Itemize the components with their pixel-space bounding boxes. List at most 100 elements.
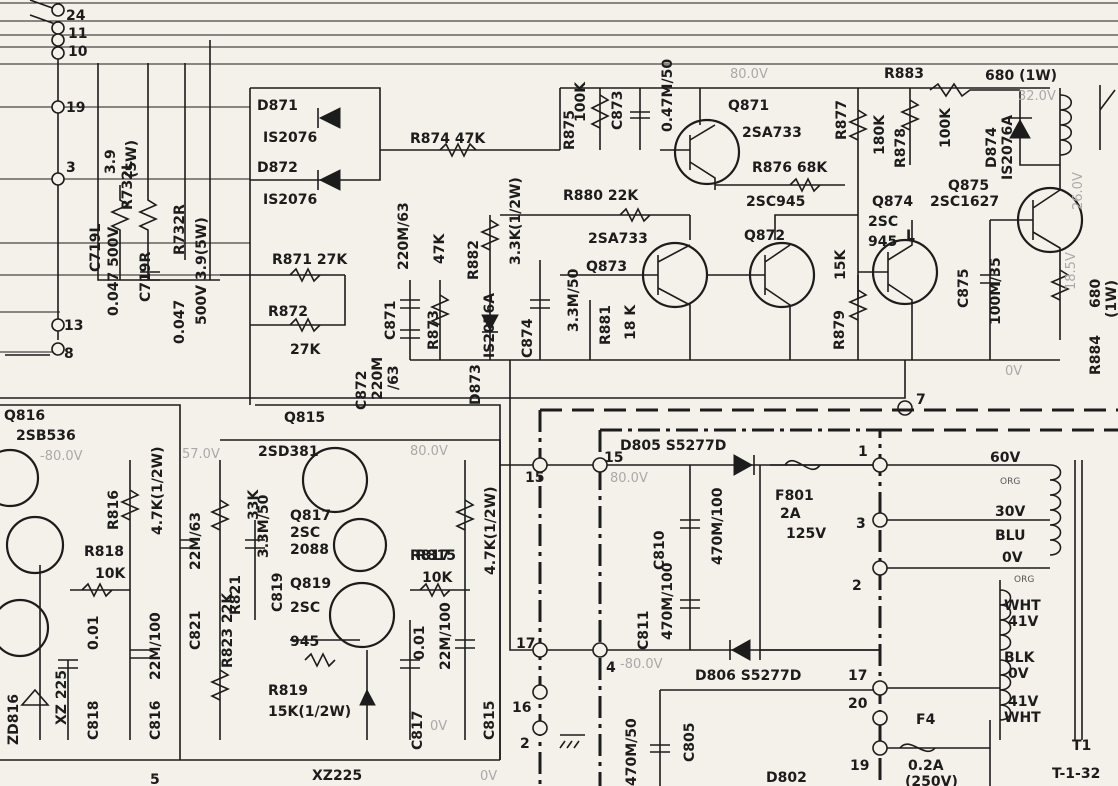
terminal-label: 7 (916, 392, 926, 408)
q875-label: Q875 (948, 178, 989, 194)
c816-label: C816 (148, 701, 164, 741)
c819-label: C819 (270, 573, 286, 613)
q819-label: Q819 (290, 576, 331, 592)
f4-value: 0.2A (908, 758, 944, 774)
c805-value: 470M/50 (624, 718, 640, 786)
q874-type2: 945 (868, 234, 897, 250)
voltage-0v-c817: 0V (430, 719, 447, 734)
d874-label: D874 (984, 127, 1000, 168)
c811-label: C811 (636, 611, 652, 651)
r816-label: R816 (106, 490, 122, 530)
r818-label: R818 (84, 544, 124, 560)
q819-type2: 945 (290, 634, 319, 650)
d872-label: D872 (257, 160, 298, 176)
r818-value: 10K (95, 566, 126, 582)
r815-value: 4.7K(1/2W) (483, 487, 499, 575)
r879-label: R879 (832, 310, 848, 350)
c719r-label: C719R (138, 252, 154, 302)
c816-value: 22M/100 (148, 612, 164, 680)
c805-label: C805 (682, 723, 698, 763)
r874-label: R874 47K (410, 131, 486, 147)
r816-value: 4.7K(1/2W) (150, 447, 166, 535)
voltage-0v-bottom: 0V (480, 769, 497, 784)
c817-label: C817 (410, 711, 426, 751)
voltage-80v-q817: 80.0V (410, 444, 448, 459)
d873-label: D873 (468, 364, 484, 405)
q874-l: L (906, 228, 915, 244)
r884-watt: (1W) (1104, 280, 1118, 318)
q872-label: Q872 (744, 228, 785, 244)
c873-label: C873 (610, 91, 626, 131)
r819-value: 15K(1/2W) (268, 704, 351, 720)
r732l-value: 3.9 (103, 149, 119, 174)
f4-label: F4 (916, 712, 936, 728)
q819-type: 2SC (290, 600, 320, 616)
c872-label: C872 (354, 371, 370, 411)
c818-value: 0.01 (86, 615, 102, 650)
terminal-label: 10 (68, 44, 88, 60)
terminal-label: 13 (64, 318, 83, 334)
q871-type: 2SA733 (742, 125, 802, 141)
voltage-neg80-q816: -80.0V (40, 449, 83, 464)
q815-type: 2SD381 (258, 444, 319, 460)
sec-wht-label: WHT (1004, 598, 1041, 614)
terminal-label: 17 (516, 636, 535, 652)
terminal-label: 16 (512, 700, 531, 716)
c872-voltage: /63 (386, 365, 402, 390)
terminal-label: 3 (66, 160, 76, 176)
terminal-label: 15 (604, 450, 623, 466)
d805-label: D805 S5277D (620, 438, 726, 454)
f801-value: 2A (780, 506, 801, 522)
t1-label: T1 (1072, 738, 1091, 754)
f801-voltage: 125V (786, 526, 826, 542)
d872-type: IS2076 (263, 192, 317, 208)
psu-terminals: 15 17 16 2 15 4 (500, 450, 880, 752)
c875-label: C875 (956, 269, 972, 309)
r823-label: R823 22K (220, 592, 236, 668)
q873-label: Q873 (586, 259, 627, 275)
terminal-label: 1 (858, 444, 868, 460)
c811-value: 470M/100 (660, 562, 676, 640)
sec-org-label: ORG (1000, 477, 1020, 487)
r882-value: 3.3K (508, 228, 524, 265)
q875-type: 2SC1627 (930, 194, 999, 210)
r877-value: 180K (872, 114, 888, 155)
f801-label: F801 (775, 488, 814, 504)
c815-label: C815 (482, 701, 498, 741)
r884-value: 680 (1088, 279, 1104, 308)
sec-60v-label: 60V (990, 450, 1020, 466)
five-label: 5 (150, 772, 160, 786)
c719r-value: 0.047 (172, 300, 188, 344)
d871-type: IS2076 (263, 130, 317, 146)
xz225-label: XZ225 (312, 768, 362, 784)
sec-0v-label: 0V (1002, 550, 1023, 566)
r882-label: R882 (466, 240, 482, 280)
r732l-watt: (5W) (124, 140, 140, 178)
r880-label: R880 22K (563, 188, 639, 204)
d873-type: IS2076A (482, 293, 498, 358)
d874-type: IS2076A (1000, 115, 1016, 180)
r878-value: 100K (938, 107, 954, 148)
sec-org2-label: ORG (1014, 575, 1034, 585)
terminal-label: 19 (850, 758, 869, 774)
q871-stage: R875 100K C873 0.47M/50 Q871 2SA733 R876… (559, 59, 1050, 210)
q815-label: Q815 (284, 410, 325, 426)
c815-value: 22M/100 (438, 602, 454, 670)
r879-value: 15K (833, 249, 849, 280)
terminal-label: 24 (66, 8, 86, 24)
c872-value: 220M (370, 357, 386, 400)
voltage-57v: 57.0V (182, 447, 220, 462)
r815-label: R815 (416, 548, 456, 564)
voltage-80v-d805: 80.0V (610, 471, 648, 486)
q874-type: 2SC (868, 214, 898, 230)
q871-label: Q871 (728, 98, 769, 114)
c871-value: 220M/63 (396, 202, 412, 270)
sec-41v2-label: 41V (1008, 694, 1038, 710)
d871-label: D871 (257, 98, 298, 114)
voltage-0v-r884: 0V (1005, 364, 1022, 379)
sec-blu-label: BLU (995, 528, 1025, 544)
terminal-label: 17 (848, 668, 867, 684)
c873-value: 0.47M/50 (660, 59, 676, 132)
t1-part: T-1-32 (1052, 766, 1100, 782)
